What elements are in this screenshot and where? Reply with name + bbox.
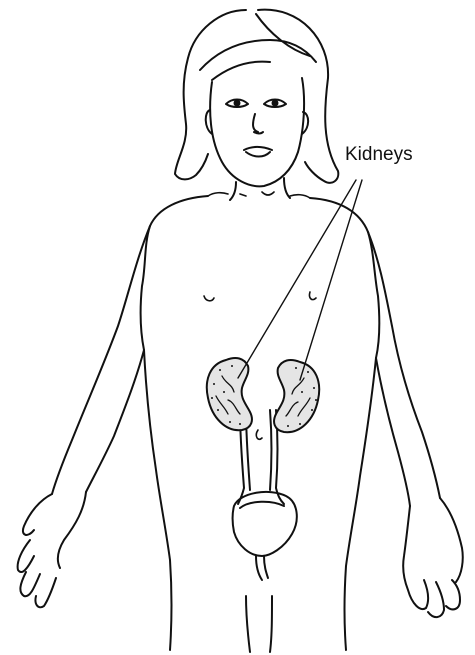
nose: [253, 114, 263, 134]
chest-mark-left: [204, 296, 214, 301]
ureter-right-2: [270, 410, 272, 490]
kidney-left: [207, 358, 252, 430]
collar-marks: [208, 192, 310, 198]
leg-inner-right: [270, 596, 272, 652]
hand-left: [18, 492, 86, 607]
mouth: [244, 147, 272, 157]
arm-right: [368, 232, 440, 506]
hip-left: [144, 350, 172, 650]
bangs: [200, 14, 316, 80]
urethra: [256, 556, 268, 580]
hip-right: [345, 358, 377, 650]
pupil-right: [273, 101, 278, 106]
leg-inner-left: [246, 596, 250, 652]
pointer-line-right-kidney: [300, 180, 362, 380]
pupil-left: [235, 101, 240, 106]
torso-left-side: [141, 196, 208, 350]
kidneys-label: Kidneys: [345, 145, 413, 164]
kidney-right: [274, 360, 319, 432]
neck: [230, 178, 290, 200]
chest-mark-right: [309, 292, 316, 300]
hand-right: [403, 498, 463, 617]
bladder-inner: [240, 502, 284, 508]
torso-right-side: [310, 198, 379, 358]
navel: [256, 430, 262, 439]
pointer-line-left-kidney: [238, 180, 356, 378]
arm-left: [52, 226, 150, 494]
